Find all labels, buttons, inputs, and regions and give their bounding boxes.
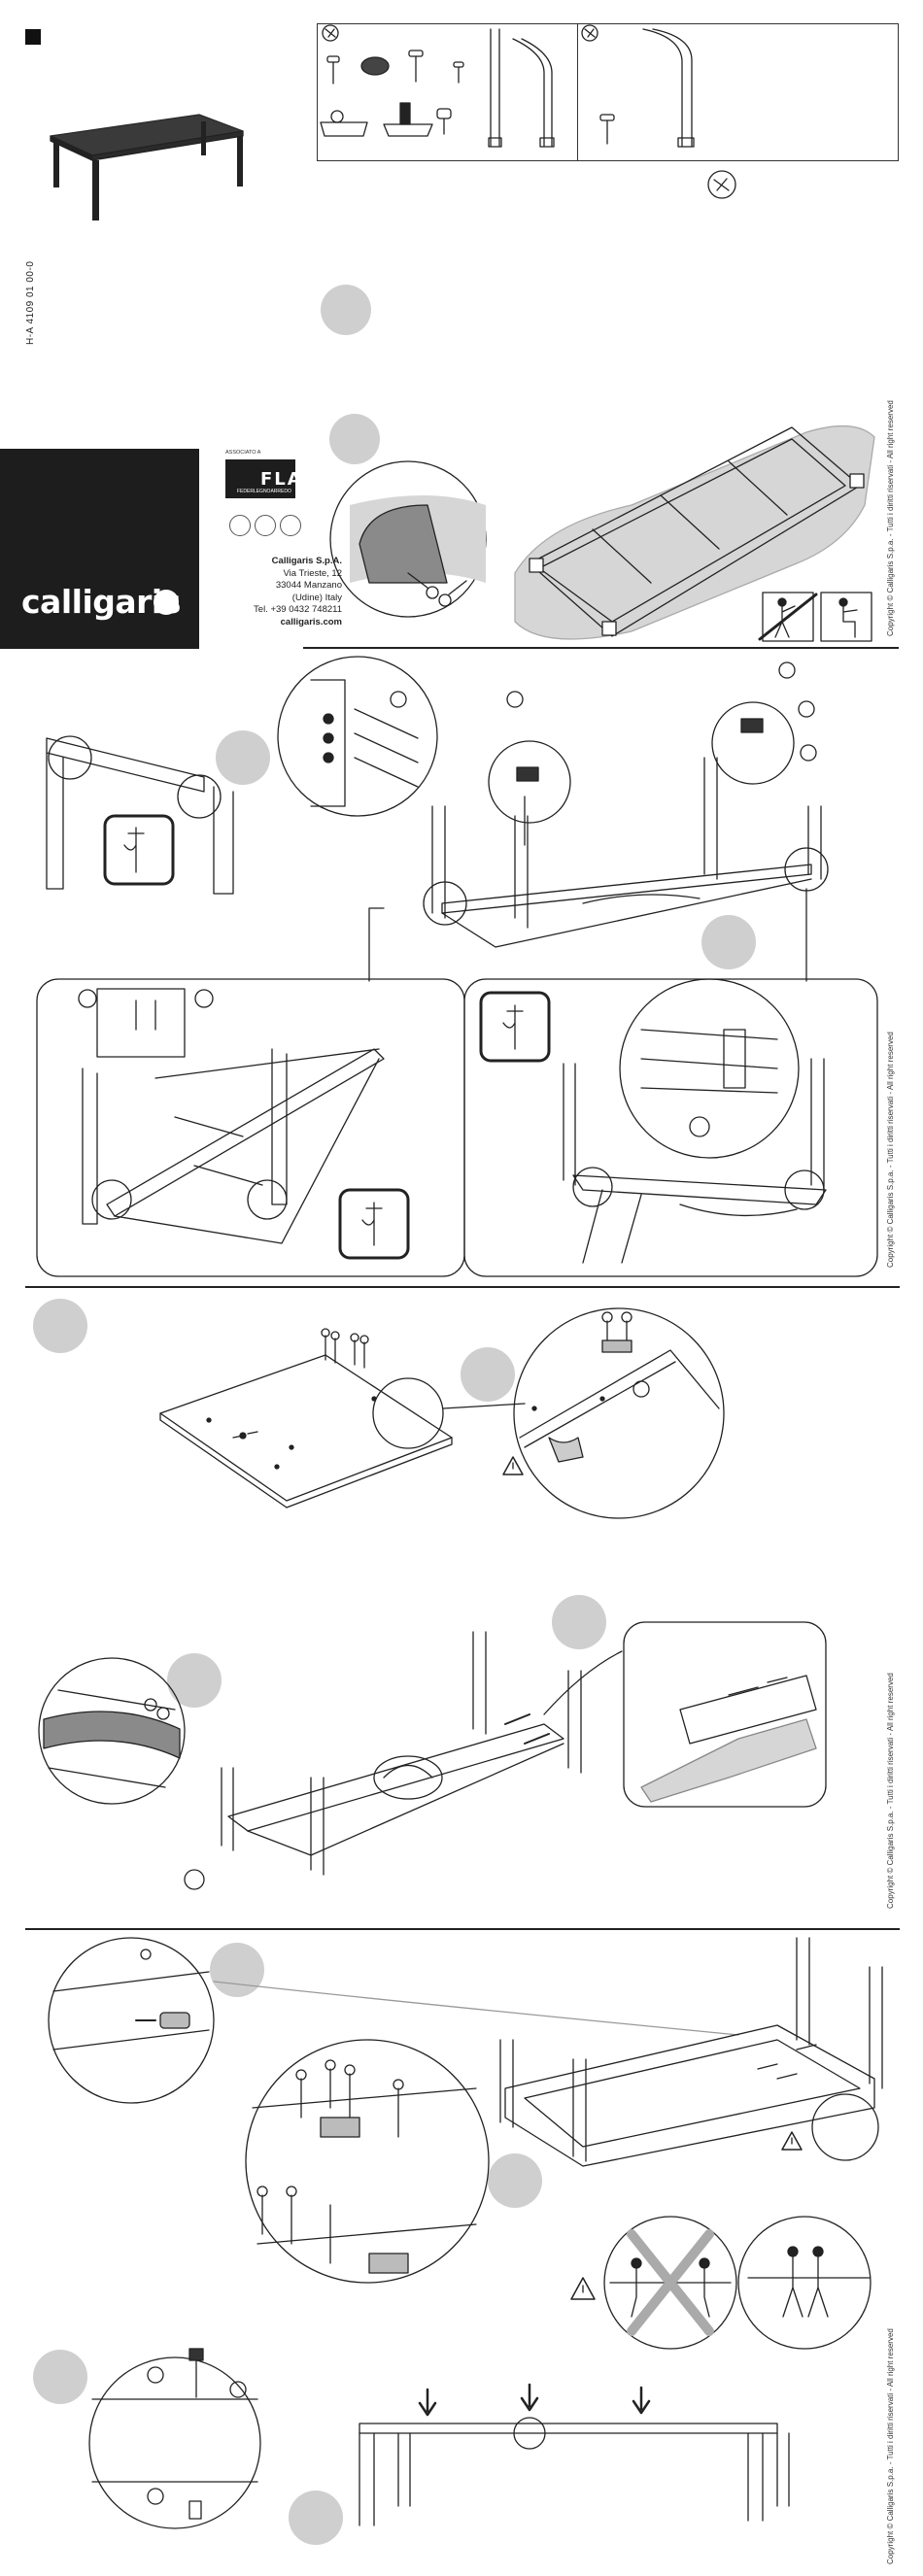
allen-key-icon — [322, 24, 339, 42]
parts-list-box — [317, 23, 899, 161]
section-divider — [303, 647, 899, 649]
cert-badge-icon — [255, 515, 276, 536]
step-circle — [167, 1653, 222, 1708]
hardware-parts — [320, 24, 736, 199]
product-table-illustration — [50, 114, 244, 220]
fla-mark: FLA — [260, 469, 303, 490]
step-circle — [488, 2153, 542, 2208]
cut-strap-detail — [38, 1657, 186, 1805]
parts-list-divider — [577, 23, 578, 161]
right-frame-detail — [563, 978, 827, 1264]
screwdriver-icon — [479, 991, 551, 1063]
wrapped-table-frame — [514, 424, 875, 640]
step-circle — [552, 1595, 606, 1649]
extended-table-side — [359, 2383, 790, 2526]
extension-frame — [184, 1631, 623, 1890]
association-label: ASSOCIATO A — [225, 450, 261, 456]
fla-subtitle: FEDERLEGNOARREDO — [237, 489, 291, 494]
left-frame-detail — [78, 988, 385, 1244]
warning-triangle-icon — [781, 2131, 803, 2151]
brand-panel — [0, 449, 199, 649]
top-screw-detail — [513, 1307, 725, 1519]
corner-mark — [25, 29, 41, 45]
plate-screw-detail — [245, 2039, 490, 2284]
height-adjust-detail — [88, 2348, 261, 2529]
guide-pin-detail — [48, 1937, 215, 2104]
step-circle — [701, 915, 756, 969]
cert-badge-icon — [229, 515, 251, 536]
cut-packaging-detail — [329, 460, 487, 618]
step-circle — [289, 2491, 343, 2545]
carry-warning-illustration — [603, 2216, 872, 2350]
company-website: calligaris.com — [280, 616, 342, 627]
company-street: Via Trieste, 12 — [283, 567, 342, 579]
warning-triangle-icon — [570, 2277, 596, 2300]
step-circle — [210, 1943, 264, 1997]
step-circle — [33, 1299, 87, 1353]
detail-box-right — [463, 978, 878, 1277]
company-address: Calligaris S.p.A. Via Trieste, 12 33044 … — [185, 556, 342, 628]
company-phone: Tel. +39 0432 748211 — [254, 604, 342, 615]
table-top-underside — [159, 1328, 526, 1508]
extension-slide-detail — [623, 1621, 827, 1808]
company-city: 33044 Manzano — [275, 580, 342, 591]
cert-badge-icon — [280, 515, 301, 536]
step-circle — [216, 730, 270, 785]
company-name: Calligaris S.p.A. — [271, 556, 342, 566]
detail-box-left — [36, 978, 465, 1277]
section-divider — [25, 1928, 900, 1930]
section-divider — [25, 1286, 900, 1288]
fla-logo — [225, 459, 295, 498]
inverted-table-frame — [499, 1937, 883, 2167]
two-person-lift-icon — [758, 592, 872, 642]
allen-key-icon — [707, 170, 736, 199]
step-circle — [329, 414, 380, 464]
brand-logo-icon — [154, 590, 179, 615]
leg-attach-detail — [46, 656, 438, 895]
step-circle — [321, 285, 371, 335]
screwdriver-icon — [103, 814, 175, 886]
step-circle — [461, 1347, 515, 1402]
warning-triangle-icon — [502, 1456, 524, 1475]
scissors-icon — [426, 586, 439, 599]
step-circle — [33, 2350, 87, 2404]
company-region: (Udine) Italy — [291, 592, 342, 603]
table-frame-upside — [368, 661, 829, 982]
screwdriver-icon — [338, 1188, 410, 1260]
